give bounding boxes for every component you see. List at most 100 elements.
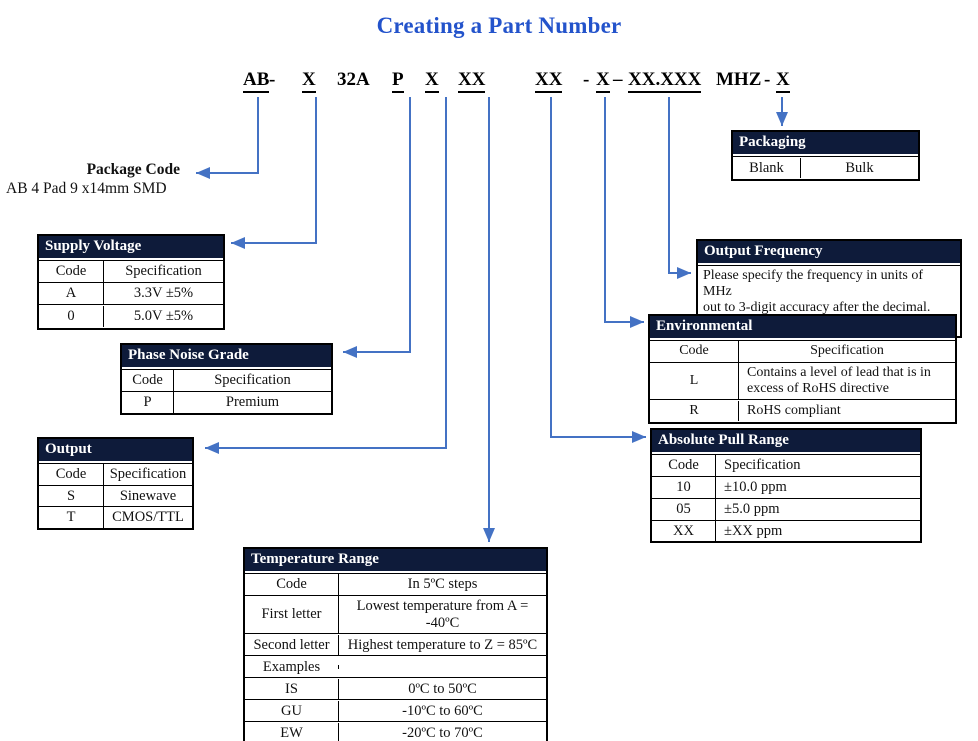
cell-label: First letter [261, 606, 322, 623]
cell-value [338, 664, 546, 669]
pn-segment-output: X [425, 69, 439, 93]
pn-segment-package: AB [243, 69, 270, 93]
cell-value: -20ºC to 70ºC [338, 722, 546, 741]
cell-spec: ±5.0 ppm [715, 498, 920, 520]
cell-spec: 5.0V ±5% [103, 306, 223, 327]
cell-value: 0ºC to 50ºC [338, 678, 546, 700]
table-row: Blank Bulk [733, 157, 918, 179]
table-absolute-pull-range: Absolute Pull Range Code Specification 1… [650, 428, 922, 544]
table-supply-voltage: Supply Voltage Code Specification A 3.3V… [37, 234, 225, 330]
pn-segment-series: 32A [337, 69, 370, 90]
table-row: EW -20ºC to 70ºC [245, 721, 546, 741]
table-output: Output Code Specification S Sinewave T C… [37, 437, 194, 531]
column-header-code: Code [668, 457, 699, 473]
cell-value: In 5ºC steps [338, 574, 546, 595]
cell-code: 0 [67, 308, 75, 325]
column-header-specification: Specification [103, 464, 192, 485]
table-environmental-header: Environmental [650, 316, 955, 340]
table-row: R RoHS compliant [650, 399, 955, 422]
table-row: T CMOS/TTL [39, 506, 192, 529]
arrow-to-absolute-pull-range [550, 97, 646, 443]
arrow-to-supply-voltage [231, 97, 317, 249]
table-supply-voltage-header: Supply Voltage [39, 236, 223, 260]
arrow-to-package-code [196, 97, 259, 179]
pn-separator: - [764, 69, 771, 90]
cell-code: T [66, 509, 76, 526]
table-temperature-range: Temperature Range Code In 5ºC steps Firs… [243, 547, 548, 741]
pn-segment-frequency: XX.XXX [628, 69, 702, 93]
cell-spec: Contains a level of lead that is in exce… [738, 363, 955, 400]
pn-segment-temperature: XX [458, 69, 486, 93]
table-row: Code Specification [122, 370, 331, 391]
note-line: out to 3-digit accuracy after the decima… [703, 300, 931, 316]
column-header-specification: Specification [738, 341, 955, 362]
table-output-frequency-header: Output Frequency [698, 241, 960, 265]
cell-code: XX [673, 522, 694, 539]
column-header-code: Code [132, 372, 163, 388]
cell-code: P [143, 393, 152, 410]
table-row: Code Specification [650, 341, 955, 362]
cell-spec: Premium [173, 391, 331, 413]
cell-label: IS [285, 680, 298, 697]
table-row: XX ±XX ppm [652, 519, 920, 542]
column-header-code: Code [679, 343, 709, 359]
cell-code: A [65, 285, 77, 302]
arrow-to-environmental [604, 97, 644, 328]
pn-segment-packaging: X [776, 69, 790, 93]
cell-code: R [689, 403, 699, 419]
cell-spec: Sinewave [103, 485, 192, 507]
cell-code: 10 [676, 478, 691, 495]
table-row: Examples [245, 655, 546, 677]
cell-value: Highest temperature to Z = 85ºC [338, 634, 546, 656]
table-row: First letter Lowest temperature from A =… [245, 595, 546, 634]
cell-spec: 3.3V ±5% [103, 283, 223, 304]
table-row: Code Specification [39, 261, 223, 282]
pn-segment-environmental: X [596, 69, 610, 93]
pn-separator: - [583, 69, 590, 90]
cell-code: 05 [676, 500, 691, 517]
table-row: Code Specification [39, 464, 192, 485]
pn-segment-pull-range: XX [535, 69, 563, 93]
table-row: Code In 5ºC steps [245, 574, 546, 595]
table-row: A 3.3V ±5% [39, 282, 223, 304]
table-row: IS 0ºC to 50ºC [245, 677, 546, 700]
table-row: P Premium [122, 390, 331, 413]
table-row: 10 ±10.0 ppm [652, 475, 920, 498]
cell-code: S [66, 487, 76, 504]
table-phase-noise-grade-header: Phase Noise Grade [122, 345, 331, 369]
arrow-to-output-frequency [668, 97, 691, 279]
table-absolute-pull-range-header: Absolute Pull Range [652, 430, 920, 454]
table-row: S Sinewave [39, 484, 192, 507]
table-packaging-header: Packaging [733, 132, 918, 156]
cell-label: EW [280, 724, 303, 741]
pn-segment-phase-noise: P [392, 69, 404, 93]
table-output-header: Output [39, 439, 192, 463]
pn-separator: – [613, 69, 623, 90]
table-row: L Contains a level of lead that is in ex… [650, 362, 955, 400]
packaging-option-blank: Blank [749, 159, 784, 176]
column-header-code: Code [55, 466, 87, 482]
cell-label: Examples [262, 658, 321, 675]
pn-segment-mhz: MHZ [716, 69, 762, 90]
part-number: AB - X 32A P X XX XX - X – XX.XXX MHZ - … [0, 69, 978, 97]
package-code-value: AB 4 Pad 9 x14mm SMD [6, 180, 167, 197]
cell-label: Code [276, 576, 307, 593]
packaging-option-bulk: Bulk [800, 157, 918, 179]
table-environmental: Environmental Code Specification L Conta… [648, 314, 957, 425]
table-row: Second letter Highest temperature to Z =… [245, 633, 546, 656]
note-line: Please specify the frequency in units of… [703, 268, 924, 300]
table-row: Code Specification [652, 455, 920, 476]
table-phase-noise-grade: Phase Noise Grade Code Specification P P… [120, 343, 333, 415]
cell-spec: ±10.0 ppm [715, 476, 920, 498]
table-row: 0 5.0V ±5% [39, 304, 223, 328]
column-header-specification: Specification [173, 370, 331, 391]
column-header-specification: Specification [103, 261, 223, 282]
cell-spec: ±XX ppm [715, 520, 920, 542]
cell-value: Lowest temperature from A = -40ºC [338, 596, 546, 634]
cell-code: L [689, 373, 699, 389]
cell-spec: CMOS/TTL [103, 507, 192, 529]
cell-spec: RoHS compliant [738, 401, 955, 422]
table-temperature-range-header: Temperature Range [245, 549, 546, 573]
page-title: Creating a Part Number [376, 13, 622, 38]
cell-value: -10ºC to 60ºC [338, 700, 546, 722]
